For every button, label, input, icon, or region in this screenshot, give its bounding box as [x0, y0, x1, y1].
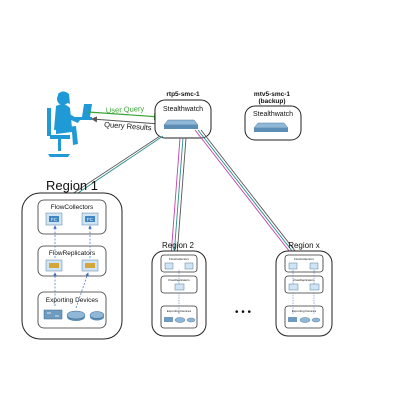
region2-flowcollectors-label: FlowCollectors: [169, 257, 189, 261]
primary-smc-hostname: rtp5-smc-1: [166, 91, 200, 98]
region1-container: FlowCollectors FC FC FlowReplicators: [21, 192, 123, 340]
user-query-arrow: [87, 111, 162, 121]
svg-text:FC: FC: [87, 217, 94, 222]
region1-flow-arrows: [53, 225, 92, 309]
regionx-flowreplicators: FlowReplicators: [284, 275, 324, 294]
region1-flowcollectors-label: FlowCollectors: [51, 204, 94, 211]
regionx-flowcollectors-label: FlowCollectors: [294, 257, 314, 261]
region1-exporting-devices: Exporting Devices: [37, 291, 107, 329]
primary-smc-node: Stealthwatch: [154, 99, 212, 139]
backup-smc-hostname: mtv5-smc-1: [254, 91, 291, 98]
region1-exporting-label: Exporting Devices: [46, 297, 99, 304]
backup-smc-node: Stealthwatch: [244, 105, 302, 141]
backup-appliance-icon: [253, 122, 289, 132]
smc-appliance-icon: [163, 119, 199, 129]
more-regions-ellipsis: • • •: [235, 307, 252, 318]
regionx-exporting-devices: Exporting Devices: [284, 305, 324, 329]
region1-flowreplicators-label: FlowReplicators: [49, 250, 96, 257]
region2-flowcollectors: FlowCollectors: [160, 254, 198, 273]
regionx-container: FlowCollectors FlowReplicators Exporting…: [275, 250, 333, 337]
backup-smc-product: Stealthwatch: [253, 111, 293, 118]
switch-icon: [43, 309, 63, 320]
regionx-flowcollectors: FlowCollectors: [284, 254, 324, 273]
user-icon: [47, 91, 92, 157]
smc-to-region1-links: [65, 135, 164, 200]
region2-title: Region 2: [162, 241, 195, 250]
router-icon: [89, 311, 105, 321]
primary-smc-product: Stealthwatch: [163, 106, 203, 113]
router-icon: [66, 310, 86, 321]
region2-exporting-devices: Exporting Devices: [160, 305, 198, 329]
backup-smc-role: (backup): [258, 98, 285, 105]
flowreplicator-icon: [81, 259, 99, 272]
regionx-exporting-label: Exporting Devices: [292, 309, 317, 313]
user-query-label: User Query: [106, 104, 145, 115]
smc-to-region2-links: [170, 137, 187, 257]
query-results-label: Query Results: [104, 120, 152, 132]
regionx-title: Region x: [288, 241, 320, 250]
regionx-flowreplicators-label: FlowReplicators: [293, 278, 315, 282]
flowreplicator-icon: [45, 259, 63, 272]
flowcollector-icon: FC: [45, 212, 63, 226]
region1-flowcollectors: FlowCollectors FC FC: [37, 199, 107, 235]
query-results-arrow: [91, 116, 161, 125]
region2-container: FlowCollectors FlowReplicators Exporting…: [151, 250, 207, 337]
svg-text:FC: FC: [51, 217, 58, 222]
smc-to-regionx-links: [194, 129, 300, 257]
flowcollector-icon: FC: [81, 212, 99, 226]
region1-flowreplicators: FlowReplicators: [37, 245, 107, 277]
region1-title: Region 1: [46, 178, 98, 193]
